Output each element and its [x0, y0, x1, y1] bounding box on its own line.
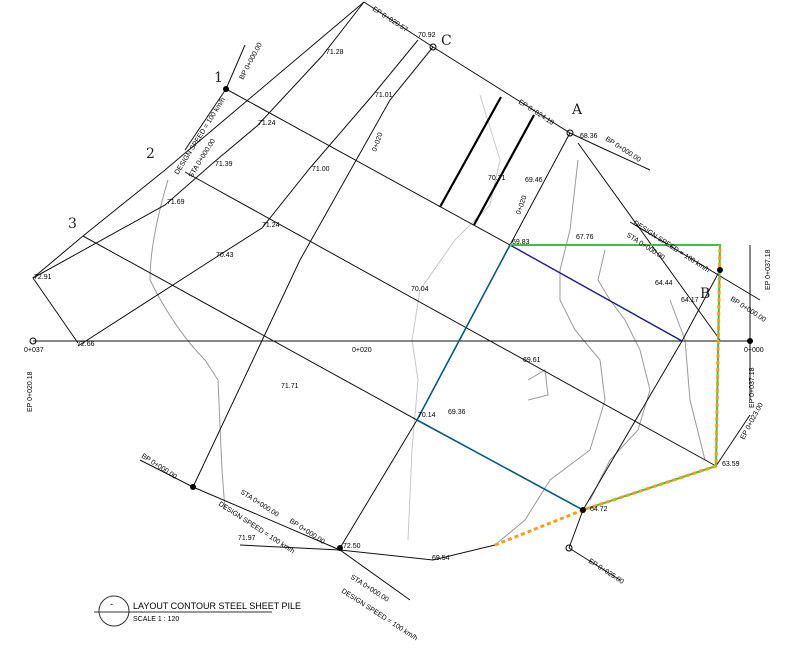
annotation: EP 0+020.18 [27, 371, 34, 412]
drawing-title-block: - LAYOUT CONTOUR STEEL SHEET PILE SCALE … [94, 595, 301, 627]
elevation-label: 71.39 [215, 161, 233, 168]
elevation-label: 70.71 [488, 175, 506, 182]
elevation-label: 64.17 [681, 297, 699, 304]
elevation-labels: 71.28 71.01 70.92 71.24 71.39 71.00 71.6… [34, 32, 740, 562]
elevation-label: 70.14 [418, 412, 436, 419]
annotation: EP 0+037.18 [749, 367, 756, 408]
elevation-label: 71.69 [167, 199, 185, 206]
elevation-label: 63.59 [722, 461, 740, 468]
annotation: BP 0+000.00 [729, 296, 767, 324]
section-marker-c: C [441, 33, 452, 49]
section-line-blue [509, 244, 683, 342]
annotation: BP 0+000.00 [140, 453, 178, 481]
detail-number: - [110, 599, 113, 609]
elevation-label: 67.76 [576, 234, 594, 241]
elevation-label: 70.04 [411, 286, 429, 293]
section-marker-1: 1 [214, 70, 223, 86]
alignment-annotations: BP 0+000.00 EP 0+020.57 EP 0+024.18 BP 0… [27, 6, 772, 643]
station-label: 0+000 [744, 347, 764, 354]
annotation: EP 0+020.57 [371, 6, 409, 34]
annotation: EP 0+025.00 [587, 558, 625, 586]
elevation-label: 68.36 [580, 133, 598, 140]
section-marker-2: 2 [146, 146, 155, 162]
elevation-label: 72.50 [343, 543, 361, 550]
annotation: EP 0+037.18 [765, 249, 772, 290]
section-markers: 1 2 3 A B C [68, 33, 710, 302]
annotation: EP 0+024.18 [517, 99, 555, 127]
elevation-label: 64.44 [655, 280, 673, 287]
elevation-label: 71.97 [238, 535, 256, 542]
annotation: BP 0+000.00 [239, 42, 264, 81]
elevation-label: 71.24 [262, 222, 280, 229]
survey-points [29, 43, 753, 552]
elevation-label: 72.66 [77, 341, 95, 348]
elevation-label: 69.83 [512, 239, 530, 246]
elevation-label: 70.43 [216, 252, 234, 259]
elevation-label: 69.61 [523, 357, 541, 364]
elevation-label: 72.91 [34, 274, 52, 281]
elevation-label: 71.71 [281, 383, 299, 390]
elevation-label: 71.01 [375, 92, 393, 99]
section-marker-a: A [571, 102, 583, 118]
station-label: 0+020 [352, 347, 372, 354]
station-labels: 0+037 0+020 0+000 0+020 0+020 [24, 132, 764, 354]
elevation-label: 71.24 [258, 120, 276, 127]
contour-lines [149, 94, 706, 546]
annotation: BP 0+000.00 [288, 518, 326, 546]
elevation-label: 69.54 [432, 555, 450, 562]
annotation: STA 0+000.00 [239, 489, 280, 519]
elevation-label: 71.28 [326, 49, 344, 56]
detail-circle [98, 595, 130, 627]
alignment-lines [32, 1, 761, 601]
section-line-teal [415, 244, 584, 511]
elevation-label: 71.00 [312, 166, 330, 173]
station-label: 0+020 [515, 195, 528, 216]
section-marker-b: B [700, 286, 710, 302]
annotation: BP 0+000.00 [604, 136, 642, 164]
station-label: 0+020 [371, 132, 384, 153]
drawing-title: LAYOUT CONTOUR STEEL SHEET PILE [133, 601, 301, 611]
elevation-label: 69.46 [525, 177, 543, 184]
station-label: 0+037 [24, 347, 44, 354]
drawing-scale: SCALE 1 : 120 [133, 616, 179, 623]
steel-sheet-pile [494, 244, 722, 547]
elevation-label: 64.72 [590, 506, 608, 513]
elevation-label: 69.36 [448, 409, 466, 416]
elevation-label: 70.92 [418, 32, 436, 39]
annotation: DESIGN SPEED = 100 km/h [217, 501, 296, 556]
section-marker-3: 3 [68, 216, 77, 232]
